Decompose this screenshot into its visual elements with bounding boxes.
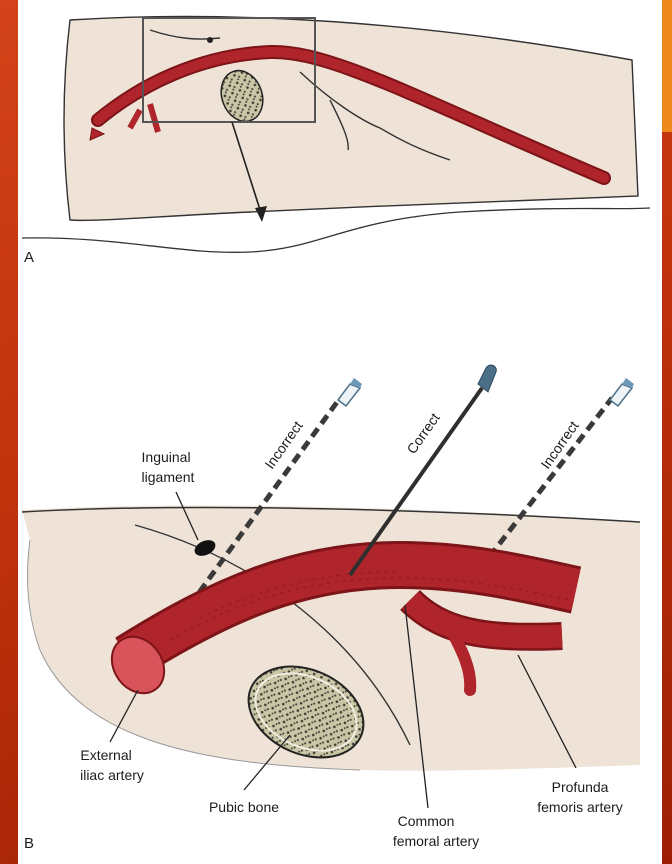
panel-b: Inguinal ligament External iliac artery …	[22, 365, 640, 852]
panel-b-letter: B	[24, 835, 34, 852]
common-femoral-label: Common femoral artery	[393, 813, 479, 849]
inguinal-ligament-label: Inguinal ligament	[142, 449, 195, 485]
zoom-arrow-head	[255, 206, 267, 222]
ligament-dot-a	[207, 37, 213, 43]
pubic-bone-label: Pubic bone	[209, 799, 279, 815]
panel-a: A	[22, 16, 650, 266]
needle-incorrect-left-label: Incorrect	[261, 418, 305, 472]
panel-a-letter: A	[24, 249, 34, 266]
profunda-femoris-label: Profunda femoris artery	[537, 779, 623, 815]
thigh-outline-a	[64, 16, 638, 220]
external-iliac-label: External iliac artery	[80, 747, 144, 783]
